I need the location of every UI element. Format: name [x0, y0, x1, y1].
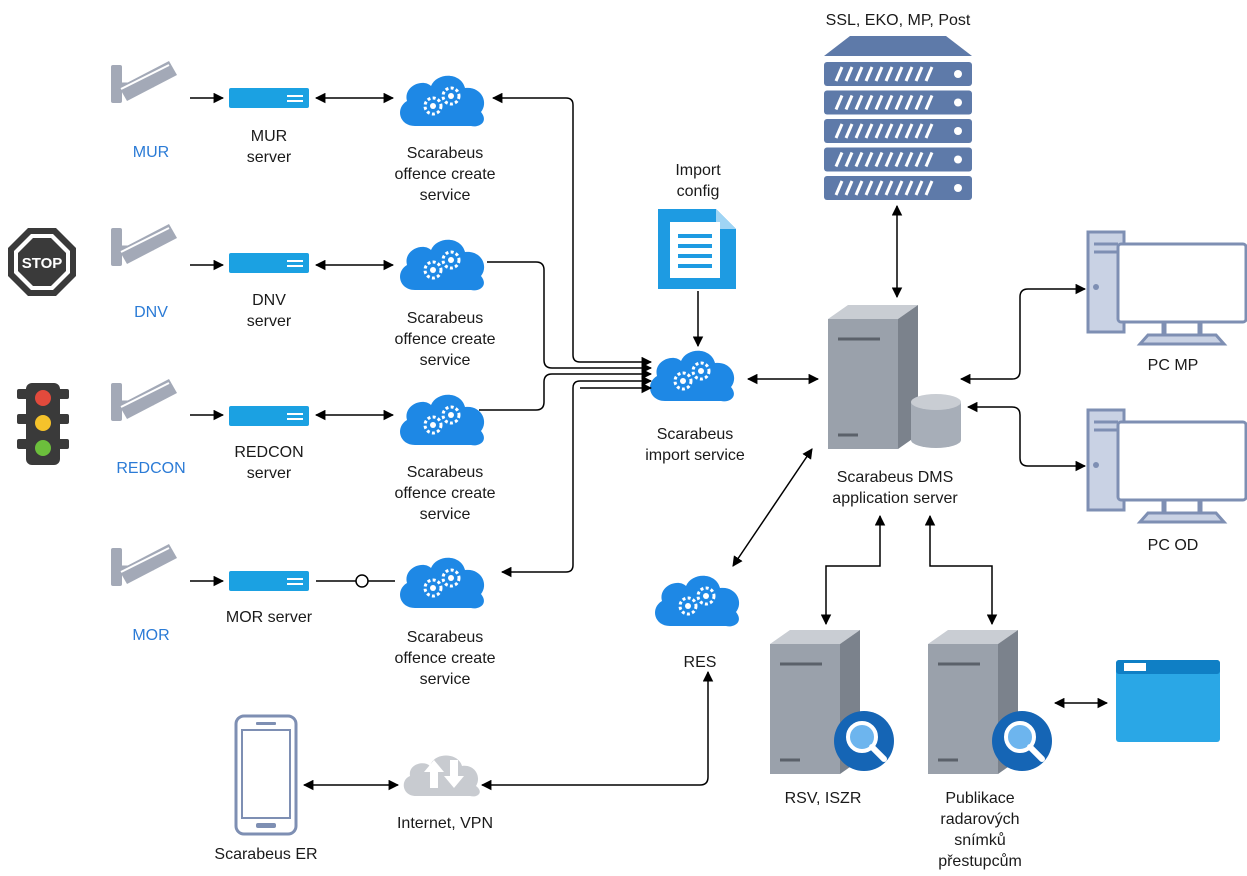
database-icon [911, 394, 961, 448]
import-config-label: Import config [675, 162, 721, 200]
dnv-camera-icon [111, 224, 177, 266]
redcon-offence-service-label: Scarabeus offence create service [394, 464, 496, 523]
internet-vpn-label: Internet, VPN [396, 815, 494, 832]
mor-server-label: MOR server [225, 609, 313, 626]
res-label: RES [683, 654, 717, 671]
mur-offence-service-label: Scarabeus offence create service [394, 145, 496, 204]
publikace-search-icon [992, 711, 1052, 771]
pc-od-label: PC OD [1147, 537, 1199, 554]
redcon-camera-label: REDCON [116, 460, 186, 477]
connectors [190, 92, 1109, 791]
dnv-offence-cloud-icon [398, 238, 486, 292]
redcon-server-label: REDCON server [234, 444, 304, 482]
smartphone-icon [234, 714, 298, 836]
rack-server-icon [824, 36, 972, 200]
dnv-server-label: DNV server [246, 292, 292, 330]
import-service-label: Scarabeus import service [645, 426, 745, 464]
mor-camera-icon [111, 544, 177, 586]
scarabeus-er-label: Scarabeus ER [214, 846, 318, 863]
dnv-offence-service-label: Scarabeus offence create service [394, 310, 496, 369]
traffic-light-icon [17, 383, 69, 465]
mor-offence-cloud-icon [398, 556, 486, 610]
mur-camera-label: MUR [132, 144, 170, 161]
import-service-cloud-icon [648, 349, 736, 403]
redcon-server-icon [228, 405, 310, 427]
document-icon [658, 209, 736, 289]
mur-server-label: MUR server [246, 128, 292, 166]
mor-offence-service-label: Scarabeus offence create service [394, 629, 496, 688]
redcon-offence-cloud-icon [398, 393, 486, 447]
publikace-label: Publikace radarových snímků přestupcům [938, 790, 1022, 870]
dms-server-icon [826, 303, 920, 451]
top-server-label: SSL, EKO, MP, Post [825, 12, 971, 29]
pc-od-icon [1088, 410, 1246, 522]
rsv-label: RSV, ISZR [784, 790, 862, 807]
stop-sign-icon: STOP [8, 228, 76, 296]
browser-window-icon [1116, 660, 1220, 742]
mur-server-icon [228, 87, 310, 109]
pc-mp-label: PC MP [1147, 357, 1199, 374]
stop-sign-text: STOP [22, 255, 63, 272]
dnv-server-icon [228, 252, 310, 274]
rsv-search-icon [834, 711, 894, 771]
dnv-camera-label: DNV [134, 304, 168, 321]
internet-cloud-icon [403, 755, 480, 797]
dms-server-label: Scarabeus DMS application server [832, 469, 958, 507]
mur-camera-icon [111, 61, 177, 103]
res-cloud-icon [653, 574, 741, 628]
pc-mp-icon [1088, 232, 1246, 344]
mur-offence-cloud-icon [398, 74, 486, 128]
redcon-camera-icon [111, 379, 177, 421]
mor-camera-label: MOR [132, 627, 170, 644]
mor-server-icon [228, 570, 310, 592]
